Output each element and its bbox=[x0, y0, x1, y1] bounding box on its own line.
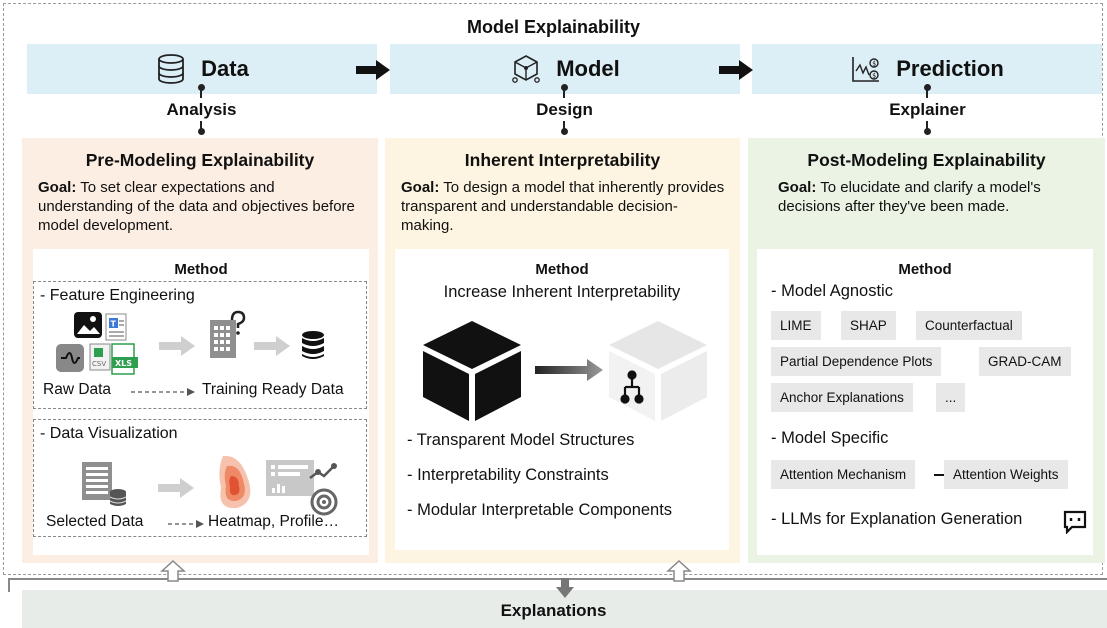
bottom-divider-tick bbox=[8, 578, 10, 592]
explanations-label: Explanations bbox=[500, 601, 607, 620]
svg-text:$: $ bbox=[872, 61, 876, 68]
arrow-right-icon bbox=[158, 478, 194, 498]
arrow-right-icon bbox=[356, 60, 390, 80]
connector-line bbox=[200, 121, 202, 132]
gradient-arrow-icon bbox=[535, 359, 603, 381]
goal-label: Goal: bbox=[38, 179, 77, 196]
method-subtitle: Increase Inherent Interpretability bbox=[443, 283, 681, 301]
data-visualization-title: - Data Visualization bbox=[40, 425, 178, 442]
method-tag-anchor: Anchor Explanations bbox=[771, 383, 913, 412]
goal-text: To elucidate and clarify a model's decis… bbox=[778, 179, 1041, 215]
dashed-arrow-icon bbox=[168, 520, 204, 528]
bottom-divider bbox=[8, 578, 1107, 580]
raw-data-label: Raw Data bbox=[43, 381, 112, 398]
method-item: - Transparent Model Structures bbox=[407, 431, 635, 449]
goal-label: Goal: bbox=[778, 179, 817, 196]
arrow-right-icon bbox=[719, 60, 753, 80]
model-specific-title: - Model Specific bbox=[771, 429, 889, 447]
method-tag-lime: LIME bbox=[771, 311, 821, 340]
model-agnostic-title: - Model Agnostic bbox=[771, 282, 893, 300]
goal-text: To design a model that inherently provid… bbox=[401, 179, 725, 234]
prediction-chart-icon: $ $ bbox=[850, 53, 882, 85]
database-icon bbox=[155, 53, 187, 85]
selected-data-label: Selected Data bbox=[46, 513, 144, 530]
connector-line bbox=[563, 121, 565, 132]
method-tag-more: ... bbox=[936, 383, 966, 412]
stage-sublabel: Design bbox=[536, 100, 593, 119]
heatmap-icon bbox=[219, 455, 251, 509]
database-icon bbox=[302, 331, 324, 359]
arrow-right-icon bbox=[254, 336, 290, 356]
diagram-title: Model Explainability bbox=[466, 17, 641, 37]
stage-label: Prediction bbox=[896, 56, 1004, 81]
method-tag-pdp: Partial Dependence Plots bbox=[771, 347, 942, 376]
method-item: - Modular Interpretable Components bbox=[407, 501, 673, 519]
panel-goal: Goal: To elucidate and clarify a model's… bbox=[778, 178, 1093, 216]
method-tag-attention-mechanism: Attention Mechanism bbox=[771, 460, 916, 489]
spreadsheet-database-icon bbox=[82, 462, 127, 506]
panel-heading: Pre-Modeling Explainability bbox=[85, 150, 315, 170]
stage-sublabel: Explainer bbox=[889, 100, 966, 119]
panel-heading: Inherent Interpretability bbox=[464, 150, 661, 170]
solid-down-arrow-icon bbox=[556, 578, 574, 598]
panel-inherent-interpretability: Inherent Interpretability Goal: To desig… bbox=[385, 138, 740, 563]
connector-line bbox=[926, 121, 928, 132]
data-visualization-box: - Data Visualization bbox=[33, 419, 367, 537]
method-title: Method bbox=[535, 261, 589, 278]
arrow-right-icon bbox=[159, 336, 195, 356]
hollow-up-arrow-icon bbox=[666, 560, 692, 582]
dashed-arrow-icon bbox=[131, 388, 195, 396]
panel-goal: Goal: To design a model that inherently … bbox=[401, 178, 728, 235]
profile-chart-icon bbox=[266, 460, 338, 516]
model-network-icon bbox=[510, 53, 542, 85]
stage-sublabel: Analysis bbox=[166, 100, 237, 119]
document-question-icon bbox=[210, 310, 246, 358]
feature-engineering-box: - Feature Engineering T CSV XLS bbox=[33, 281, 367, 409]
method-box: Method - Feature Engineering T CSV X bbox=[33, 249, 369, 555]
panel-pre-modeling: Pre-Modeling Explainability Goal: To set… bbox=[22, 138, 378, 563]
chat-icon bbox=[1063, 510, 1087, 534]
connector-dot bbox=[561, 84, 568, 91]
transparent-box-cube-icon bbox=[609, 321, 707, 421]
connector-line bbox=[926, 88, 928, 98]
method-tag-gradcam: GRAD-CAM bbox=[979, 347, 1071, 376]
connector-dot bbox=[924, 84, 931, 91]
goal-text: To set clear expectations and understand… bbox=[38, 179, 355, 234]
black-box-cube-icon bbox=[423, 321, 521, 421]
method-item: - Interpretability Constraints bbox=[407, 466, 609, 484]
heatmap-profile-label: Heatmap, Profile… bbox=[208, 513, 339, 530]
csv-file-icon: CSV bbox=[92, 360, 106, 368]
method-title: Method bbox=[898, 261, 952, 278]
connector-dot bbox=[561, 128, 568, 135]
method-tag-counterfactual: Counterfactual bbox=[916, 311, 1022, 340]
method-title: Method bbox=[174, 261, 228, 278]
connector-line bbox=[563, 88, 565, 98]
panel-goal: Goal: To set clear expectations and unde… bbox=[38, 178, 366, 235]
connector-line bbox=[200, 88, 202, 98]
hollow-up-arrow-icon bbox=[160, 560, 186, 582]
method-box: Method Increase Inherent Interpretabilit… bbox=[395, 249, 729, 550]
connector-dot bbox=[924, 128, 931, 135]
llm-explanation-title: - LLMs for Explanation Generation bbox=[771, 510, 1023, 528]
stage-label: Model bbox=[556, 56, 620, 81]
method-tag-attention-weights: Attention Weights bbox=[944, 460, 1068, 489]
panel-heading: Post-Modeling Explainability bbox=[807, 150, 1046, 170]
method-tag-shap: SHAP bbox=[841, 311, 896, 340]
tag-connector bbox=[934, 474, 944, 476]
panel-post-modeling: Post-Modeling Explainability Goal: To el… bbox=[748, 138, 1105, 563]
feature-engineering-title: - Feature Engineering bbox=[40, 287, 195, 304]
method-box: Method - Model Agnostic LIME SHAP Counte… bbox=[757, 249, 1093, 555]
raw-data-icons: T CSV XLS bbox=[56, 312, 138, 375]
svg-text:$: $ bbox=[872, 73, 876, 80]
connector-dot bbox=[198, 84, 205, 91]
svg-text:T: T bbox=[111, 320, 117, 329]
training-ready-data-label: Training Ready Data bbox=[202, 381, 344, 398]
stage-label: Data bbox=[201, 56, 249, 81]
xls-file-icon: XLS bbox=[115, 359, 132, 368]
goal-label: Goal: bbox=[401, 179, 440, 196]
connector-dot bbox=[198, 128, 205, 135]
